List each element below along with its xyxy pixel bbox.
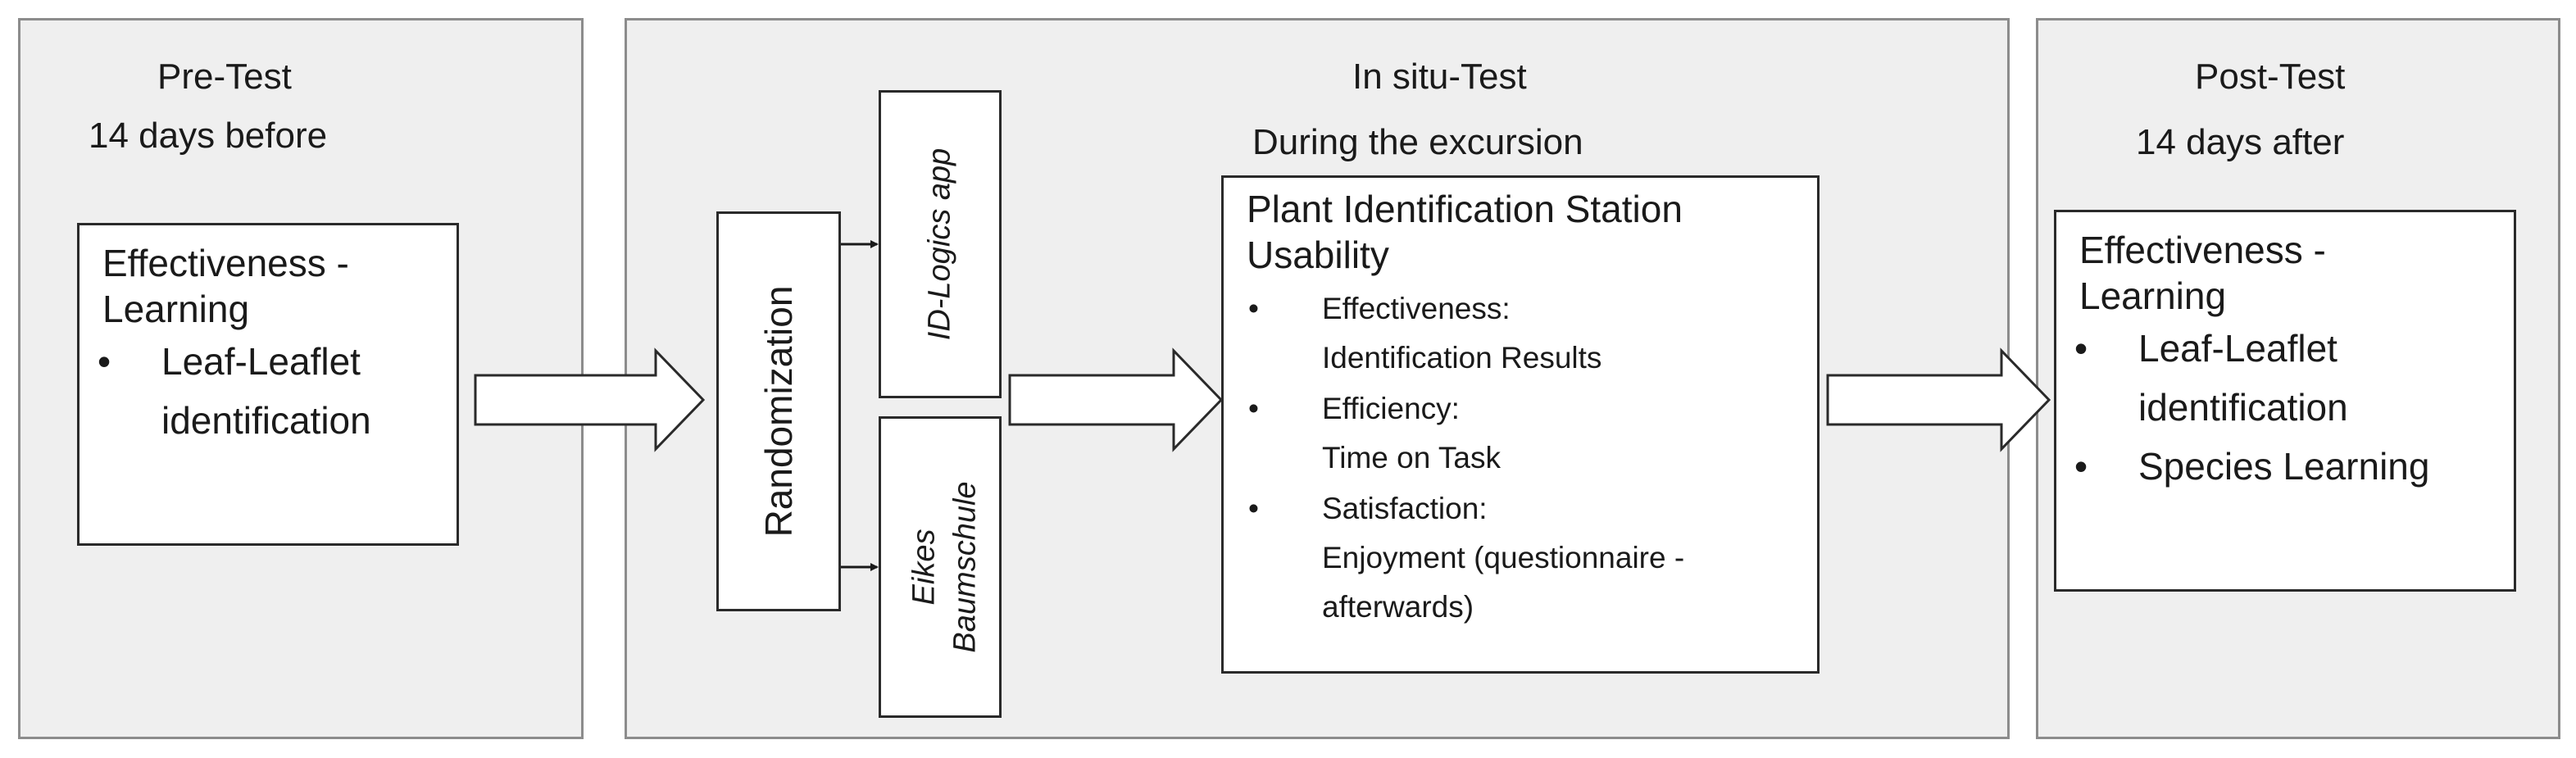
pre-test-title: Pre-Test	[157, 57, 292, 97]
criterion-label: Efficiency:	[1322, 392, 1460, 425]
criterion-detail: Enjoyment (questionnaire - afterwards)	[1322, 541, 1685, 624]
in-situ-test-timing: During the excursion	[1252, 122, 1583, 162]
arrow-station-to-post	[1826, 347, 2051, 452]
post-bullet-item-1: Leaf-Leaflet identification	[2056, 319, 2483, 437]
pre-bullet-item: Leaf-Leaflet identification	[80, 332, 424, 450]
station-title-line2: Usability	[1247, 234, 1389, 276]
plant-identification-station-box: Plant Identification Station Usability E…	[1221, 175, 1820, 674]
id-logics-app-box	[879, 90, 1002, 398]
pre-bullet-list: Leaf-Leaflet identification	[80, 332, 424, 450]
station-title-line1: Plant Identification Station	[1247, 188, 1683, 230]
arrow-pre-to-randomization	[474, 347, 706, 452]
criterion-detail: Identification Results	[1322, 341, 1602, 374]
criterion-efficiency: Efficiency: Time on Task	[1224, 384, 1748, 483]
post-test-title: Post-Test	[2195, 57, 2346, 97]
post-box-title-line2: Learning	[2079, 275, 2227, 317]
criterion-label: Effectiveness:	[1322, 292, 1511, 325]
arrow-groups-to-station	[1008, 347, 1224, 452]
post-test-timing: 14 days after	[2136, 122, 2345, 162]
criterion-detail: Time on Task	[1322, 441, 1501, 474]
criterion-effectiveness: Effectiveness: Identification Results	[1224, 284, 1748, 383]
post-bullet-list: Leaf-Leaflet identification Species Lear…	[2056, 319, 2483, 496]
in-situ-test-title: In situ-Test	[1352, 57, 1527, 97]
randomization-box	[716, 211, 841, 611]
post-box-title-line1: Effectiveness -	[2079, 229, 2326, 271]
criterion-satisfaction: Satisfaction: Enjoyment (questionnaire -…	[1224, 484, 1748, 632]
usability-criteria-list: Effectiveness: Identification Results Ef…	[1224, 284, 1748, 632]
pre-box-title-line2: Learning	[102, 288, 250, 330]
post-test-box: Effectiveness - Learning Leaf-Leaflet id…	[2054, 210, 2516, 592]
pre-test-timing: 14 days before	[89, 116, 328, 156]
pre-box-title-line1: Effectiveness -	[102, 242, 349, 284]
criterion-label: Satisfaction:	[1322, 492, 1488, 525]
pre-test-box: Effectiveness - Learning Leaf-Leaflet id…	[77, 223, 459, 546]
post-bullet-item-2: Species Learning	[2056, 437, 2483, 496]
eikes-baumschule-box	[879, 416, 1002, 718]
